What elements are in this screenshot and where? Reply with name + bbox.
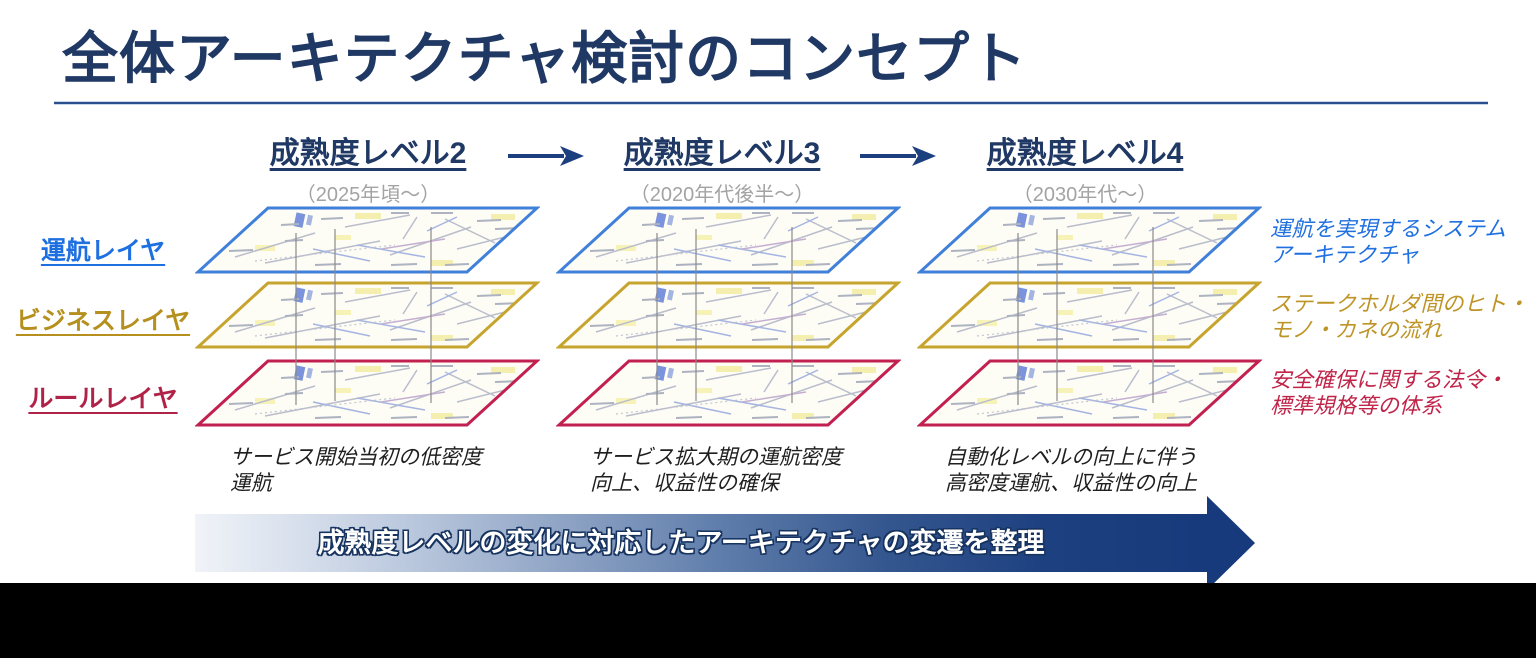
business-layer-label: ビジネスレイヤ — [15, 307, 191, 335]
layer-stack-level2 — [195, 205, 540, 437]
stack-caption-level3: サービス拡大期の運航密度 向上、収益性の確保 — [590, 446, 842, 495]
operation-layer-label: 運航レイヤ — [40, 237, 166, 265]
bottom-arrow-head-icon — [1207, 496, 1255, 590]
layer-stack-level4 — [917, 205, 1262, 437]
maturity-level-label: 成熟度レベル3 — [623, 137, 821, 170]
stack-caption-level2: サービス開始当初の低密度 運航 — [230, 446, 482, 495]
maturity-level-label: 成熟度レベル4 — [986, 137, 1184, 170]
title-divider — [54, 102, 1488, 104]
footer-black-bar — [0, 583, 1536, 658]
bottom-arrow-banner: 成熟度レベルの変化に対応したアーキテクチャの変遷を整理 — [195, 514, 1207, 572]
maturity-level-period: （2020年代後半～） — [629, 184, 815, 206]
stack-caption-level4: 自動化レベルの向上に伴う 高密度運航、収益性の向上 — [945, 446, 1197, 495]
page-title: 全体アーキテクチャ検討のコンセプト — [62, 27, 1028, 90]
operation-layer-description: 運航を実現するシステム アーキテクチャ — [1270, 217, 1506, 267]
maturity-column-level3: 成熟度レベル3 （2020年代後半～） — [562, 128, 882, 207]
right-arrow-icon — [860, 146, 936, 166]
maturity-level-period: （2030年代～） — [1012, 184, 1158, 206]
maturity-level-label: 成熟度レベル2 — [269, 137, 467, 170]
right-arrow-icon — [508, 146, 584, 166]
maturity-level-period: （2025年頃～） — [295, 184, 441, 206]
bottom-arrow-label: 成熟度レベルの変化に対応したアーキテクチャの変遷を整理 — [317, 528, 1045, 558]
rule-layer-description: 安全確保に関する法令・ 標準規格等の体系 — [1270, 368, 1507, 418]
maturity-column-level4: 成熟度レベル4 （2030年代～） — [925, 128, 1245, 207]
rule-layer-label: ルールレイヤ — [28, 385, 178, 413]
business-layer-description: ステークホルダ間のヒト・ モノ・カネの流れ — [1270, 292, 1529, 342]
maturity-column-level2: 成熟度レベル2 （2025年頃～） — [208, 128, 528, 207]
layer-stack-level3 — [556, 205, 901, 437]
